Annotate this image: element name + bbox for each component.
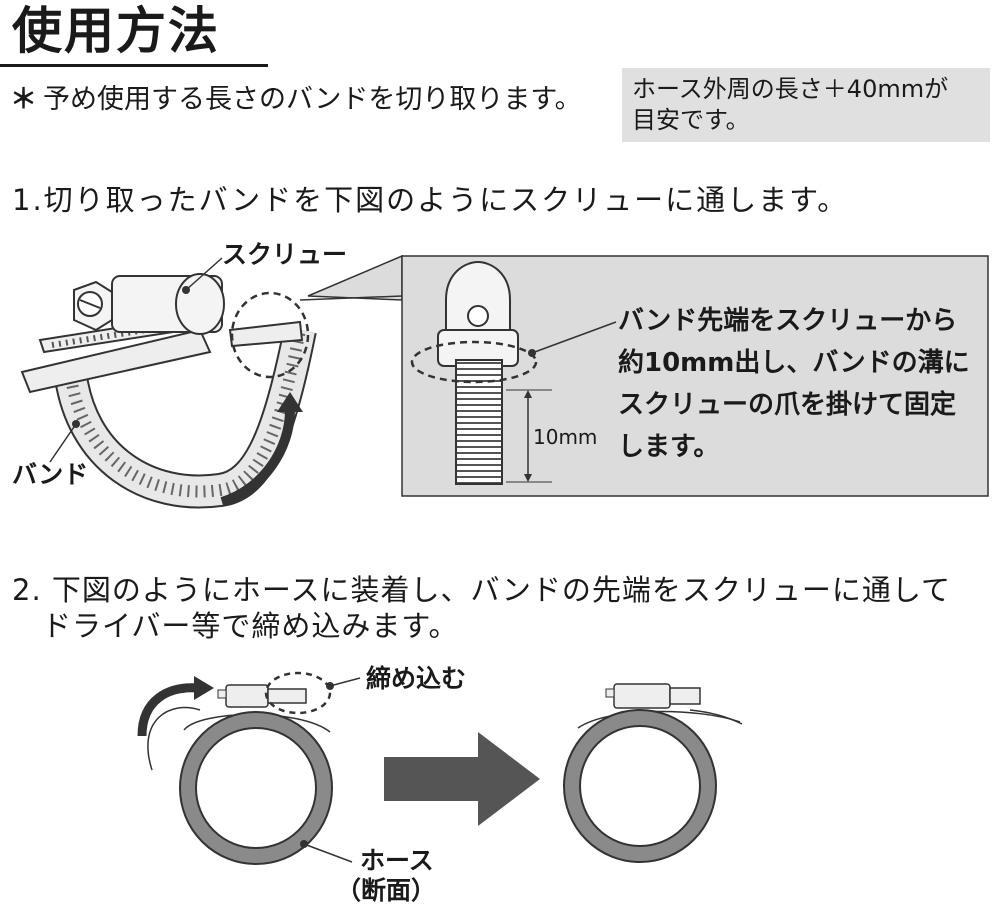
desc-line: バンド先端をスクリューから — [618, 306, 958, 336]
title-underline — [0, 64, 268, 67]
label-screw: スクリュー — [222, 240, 348, 269]
cut-note-text: 予め使用する長さのバンドを切り取ります。 — [43, 84, 582, 115]
desc-line: スクリューの爪を掛けて固定 — [618, 390, 957, 420]
asterisk-mark: ＊ — [10, 84, 37, 115]
band-clamp-illustration — [20, 257, 317, 509]
hose-after-illustration — [563, 683, 743, 863]
length-guide-line1: ホース外周の長さ＋40mmが — [632, 75, 949, 103]
label-tighten: 締め込む — [366, 664, 467, 693]
desc-line: 約10mm出し、バンドの溝に — [618, 348, 970, 378]
length-guide-box: ホース外周の長さ＋40mmが 目安です。 — [622, 68, 990, 142]
step2-instruction-line1: 2. 下図のようにホースに装着し、バンドの先端をスクリューに通して — [12, 573, 952, 607]
dimension-label: 10mm — [533, 425, 598, 449]
label-hose: ホース — [360, 846, 434, 875]
hose-before-illustration — [137, 671, 361, 865]
transition-arrow — [384, 732, 540, 826]
band-fixing-description: バンド先端をスクリューから 約10mm出し、バンドの溝に スクリューの爪を掛けて… — [618, 300, 988, 468]
desc-line: します。 — [618, 432, 720, 462]
page-title: 使用方法 — [12, 2, 220, 60]
step2-instruction-line2: ドライバー等で締め込みます。 — [42, 609, 459, 643]
length-guide-line2: 目安です。 — [632, 106, 750, 134]
step1-instruction: 1.切り取ったバンドを下図のようにスクリューに通します。 — [12, 183, 849, 217]
label-band: バンド — [12, 460, 89, 489]
detail-panel — [299, 254, 989, 497]
label-cross-section: （断面） — [336, 876, 437, 905]
cut-note: ＊予め使用する長さのバンドを切り取ります。 — [10, 83, 582, 117]
